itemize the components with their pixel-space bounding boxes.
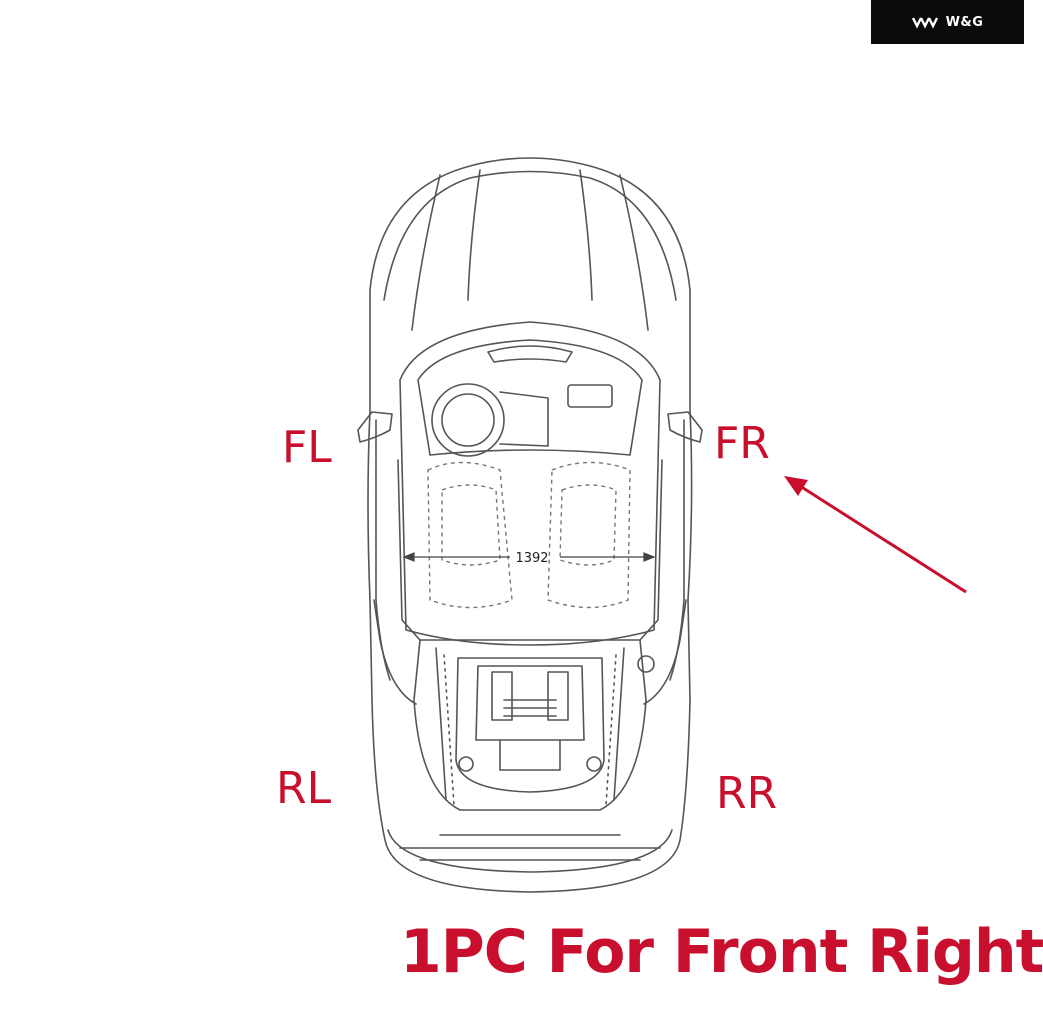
brand-name: W&G	[945, 14, 984, 30]
pointer-arrow	[784, 476, 967, 594]
label-front-right: FR	[714, 418, 770, 469]
cockpit-outline	[399, 321, 661, 646]
left-seat	[427, 461, 513, 609]
label-rear-right: RR	[716, 768, 778, 819]
steering-wheel	[431, 383, 505, 457]
right-seat	[547, 461, 631, 609]
triple-chevron-icon	[911, 17, 938, 29]
label-front-left: FL	[282, 422, 332, 473]
left-mirror	[357, 411, 393, 443]
engine-bay	[455, 657, 605, 793]
label-rear-left: RL	[276, 763, 332, 814]
brand-logo: W&G	[871, 0, 1024, 44]
car-body-outline	[367, 157, 693, 893]
right-mirror	[667, 411, 703, 443]
dimension-value: 1392	[515, 551, 548, 566]
product-caption: 1PC For Front Right	[400, 917, 1043, 987]
